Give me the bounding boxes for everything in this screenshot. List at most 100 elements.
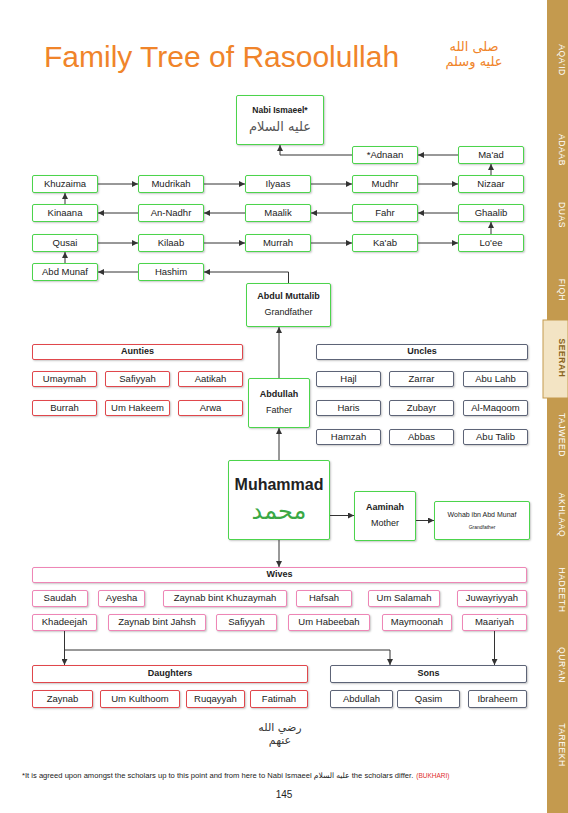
ancestor-box: Ilyaas <box>245 175 311 193</box>
node-name: Daughters <box>148 669 193 679</box>
node-name: Abdullah <box>343 694 380 704</box>
lineage-arrow <box>98 243 138 244</box>
node-name: Sons <box>417 669 439 679</box>
ancestor-box: Hashim <box>138 263 204 281</box>
section-tab: SEERAH <box>549 338 567 377</box>
ancestor-box: Ma'ad <box>458 146 524 164</box>
parent-box: AbdullahFather <box>248 378 310 428</box>
node-subtext: محمد <box>252 498 307 524</box>
lineage-arrow <box>98 272 138 273</box>
node-name: Kilaab <box>158 238 184 248</box>
relative-box: Ruqayyah <box>186 690 245 708</box>
lineage-arrow <box>98 213 138 214</box>
wife-box: Zaynab bint Jahsh <box>108 614 206 631</box>
lineage-arrow <box>491 222 492 234</box>
node-name: Abbas <box>408 432 435 442</box>
wife-box: Maymoonah <box>382 614 452 631</box>
node-name: Safiyyah <box>119 374 155 384</box>
group-header: Aunties <box>32 344 243 360</box>
node-subtext: Father <box>266 406 292 416</box>
wife-box: Khadeejah <box>32 614 97 631</box>
footnote: *It is agreed upon amongst the scholars … <box>22 771 413 780</box>
node-name: Zaynab bint Khuzaymah <box>174 593 276 603</box>
node-name: Safiyyah <box>228 617 264 627</box>
relative-box: Al-Maqoom <box>463 400 528 416</box>
ancestor-box: *Adnaan <box>352 146 418 164</box>
relative-box: Um Kulthoom <box>100 690 180 708</box>
node-name: An-Nadhr <box>151 208 192 218</box>
relative-box: Safiyyah <box>105 371 170 387</box>
grandparent-box: Wohab ibn Abd MunafGrandfather <box>434 501 530 540</box>
relative-box: Zubayr <box>389 400 454 416</box>
relative-box: Ibraheem <box>468 690 527 708</box>
title-calligraphy: صلى الله عليه وسلم <box>444 40 504 70</box>
node-name: Zubayr <box>407 403 437 413</box>
node-name: *Adnaan <box>367 150 403 160</box>
relative-box: Abdullah <box>330 690 393 708</box>
section-tab: QUR'AN <box>549 647 567 683</box>
relative-box: Burrah <box>32 400 97 416</box>
node-name: Umaymah <box>43 374 86 384</box>
wife-box: Hafsah <box>296 590 352 607</box>
relative-box: Zarrar <box>389 371 454 387</box>
node-name: Maalik <box>264 208 291 218</box>
lineage-arrow <box>416 520 434 521</box>
central-person-box: Muhammad محمد <box>228 460 330 540</box>
source-reference: (BUKHARI) <box>416 772 449 779</box>
node-name: Zarrar <box>409 374 435 384</box>
node-name: Nizaar <box>477 179 504 189</box>
node-name: Um Kulthoom <box>111 694 169 704</box>
node-name: Um Salamah <box>377 593 432 603</box>
ancestor-box: Kilaab <box>138 234 204 252</box>
node-name: Um Habeebah <box>298 617 359 627</box>
ancestor-box: Mudrikah <box>138 175 204 193</box>
lineage-arrow <box>204 213 245 214</box>
node-name: Qusai <box>53 238 78 248</box>
node-name: Murrah <box>263 238 293 248</box>
ancestor-box: Qusai <box>32 234 98 252</box>
section-tab: TAJWEED <box>549 413 567 457</box>
relative-box: Hajl <box>316 371 381 387</box>
lineage-arrow <box>65 252 66 263</box>
node-name: Saudah <box>44 593 77 603</box>
lineage-arrow <box>418 243 458 244</box>
relative-box: Arwa <box>178 400 243 416</box>
lineage-arrow <box>204 184 245 185</box>
node-name: Aatikah <box>195 374 227 384</box>
node-name: Abu Lahb <box>475 374 516 384</box>
node-name: Ayesha <box>106 593 138 603</box>
wife-box: Safiyyah <box>216 614 277 631</box>
node-name: Qasim <box>415 694 442 704</box>
lineage-arrow <box>204 272 289 283</box>
relative-box: Zaynab <box>32 690 93 708</box>
lineage-arrow <box>279 428 280 460</box>
group-header: Sons <box>330 665 527 683</box>
ancestor-box: Nizaar <box>458 175 524 193</box>
relative-box: Qasim <box>397 690 460 708</box>
lineage-arrow <box>311 243 352 244</box>
side-tab-band <box>547 0 568 813</box>
lineage-arrow <box>418 184 458 185</box>
lineage-arrow <box>418 155 458 156</box>
node-name: Hajl <box>340 374 356 384</box>
node-name: Aaminah <box>366 503 404 513</box>
wife-box: Maariyah <box>462 614 527 631</box>
relative-box: Fatimah <box>250 690 308 708</box>
node-name: Nabi Ismaeel* <box>252 106 307 115</box>
node-name: Abdul Muttalib <box>257 292 320 302</box>
lineage-arrow <box>491 164 492 175</box>
section-tab: HADEETH <box>549 568 567 613</box>
section-tab: ADAAB <box>549 134 567 166</box>
node-subtext: عليه السلام <box>249 120 311 134</box>
node-name: Wives <box>267 570 293 580</box>
node-name: Abu Talib <box>476 432 515 442</box>
relative-box: Umaymah <box>32 371 97 387</box>
node-name: Muhammad <box>235 476 324 494</box>
node-name: Hamzah <box>331 432 366 442</box>
section-tab: DUAS <box>549 202 567 228</box>
node-name: Arwa <box>200 403 222 413</box>
ancestor-box: Khuzaima <box>32 175 98 193</box>
section-tab: AQA'ID <box>549 44 567 76</box>
ancestor-box: Ghaalib <box>458 204 524 222</box>
